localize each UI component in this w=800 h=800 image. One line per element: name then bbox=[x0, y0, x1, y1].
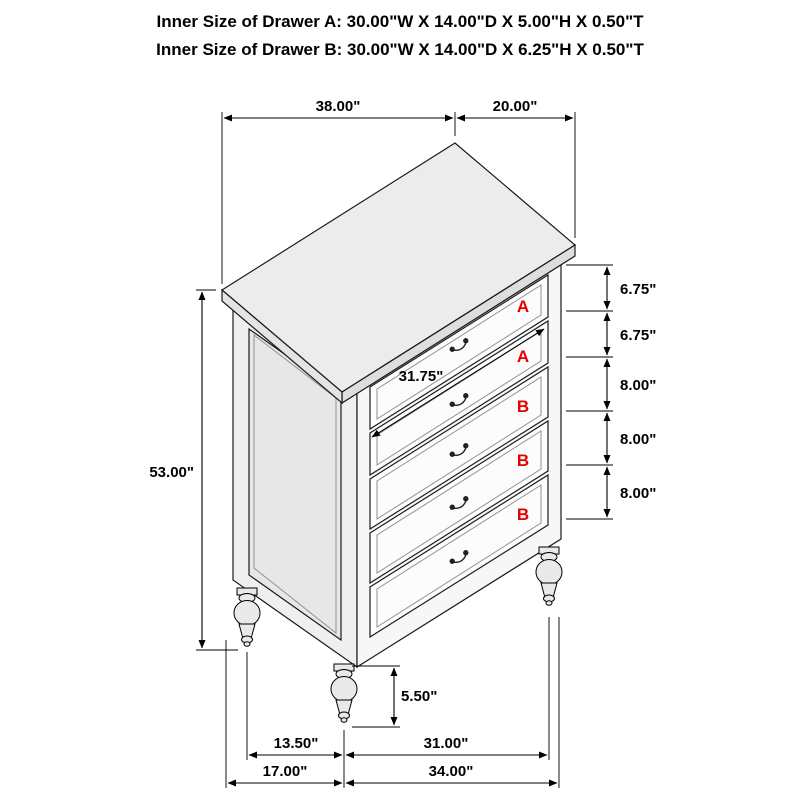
dim-drawer-height-label-2: 6.75" bbox=[620, 327, 656, 344]
dim-base-width-label: 34.00" bbox=[429, 763, 474, 780]
dimension-drawer-heights: 6.75" 6.75" 8.00" 8.00" 8.00" bbox=[566, 264, 656, 520]
dim-drawer-height-label-5: 8.00" bbox=[620, 485, 656, 502]
drawer-front-4 bbox=[369, 419, 549, 585]
drawer-letter-4: B bbox=[517, 451, 529, 470]
dim-drawer-height-label-3: 8.00" bbox=[620, 377, 656, 394]
dim-overall-height-label: 53.00" bbox=[149, 464, 194, 481]
dim-top-width-label: 38.00" bbox=[316, 98, 361, 115]
dim-base-depth-label: 17.00" bbox=[263, 763, 308, 780]
dim-leg-height-label: 5.50" bbox=[401, 688, 437, 705]
drawer-letter-1: A bbox=[517, 297, 529, 316]
dimension-leg-height: 5.50" bbox=[352, 665, 437, 728]
header-line-drawer-b: Inner Size of Drawer B: 30.00"W X 14.00"… bbox=[156, 40, 644, 59]
dim-inner-width-label: 31.75" bbox=[399, 368, 444, 385]
dim-leg-spacing-depth-label: 13.50" bbox=[274, 735, 319, 752]
drawer-handle-4 bbox=[449, 496, 469, 510]
leg-foot-front-right bbox=[535, 546, 563, 606]
dim-drawer-height-label-1: 6.75" bbox=[620, 281, 656, 298]
drawer-handle-3 bbox=[449, 443, 469, 457]
chest-drawing bbox=[220, 142, 577, 723]
dimension-inner-width: 31.75" bbox=[371, 328, 545, 438]
dimension-height: 53.00" bbox=[149, 289, 238, 651]
header: Inner Size of Drawer A: 30.00"W X 14.00"… bbox=[0, 8, 800, 64]
header-line-drawer-a: Inner Size of Drawer A: 30.00"W X 14.00"… bbox=[156, 12, 644, 31]
dim-top-depth-label: 20.00" bbox=[493, 98, 538, 115]
leg-foot-front-left bbox=[330, 663, 358, 723]
drawer-handle-5 bbox=[449, 550, 469, 564]
drawer-letter-2: A bbox=[517, 347, 529, 366]
drawer-letter-3: B bbox=[517, 397, 529, 416]
chest-side-panel bbox=[232, 300, 358, 669]
leg-foot-back-left bbox=[233, 587, 261, 647]
dimension-top: 38.00" 20.00" bbox=[221, 98, 576, 284]
drawer-letter-5: B bbox=[517, 505, 529, 524]
dim-drawer-height-label-4: 8.00" bbox=[620, 431, 656, 448]
dimension-base: 13.50" 31.00" 17.00" 34.00" bbox=[225, 617, 560, 788]
dim-leg-spacing-width-label: 31.00" bbox=[424, 735, 469, 752]
drawer-front-5 bbox=[369, 473, 549, 639]
